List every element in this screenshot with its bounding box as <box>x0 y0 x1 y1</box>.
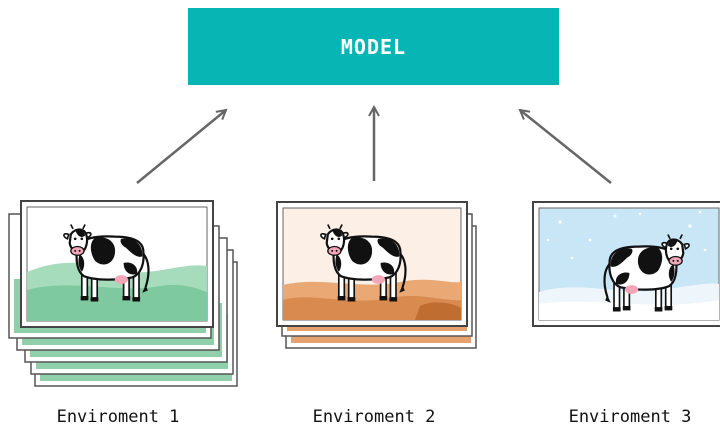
environment-1-front-image <box>20 200 214 328</box>
environment-3-label: Enviroment 3 <box>568 407 692 427</box>
arrow-up-icon <box>136 110 226 184</box>
environment-2-image-stack <box>276 201 477 349</box>
environment-2-front-image <box>276 201 468 327</box>
environment-1-label: Enviroment 1 <box>56 407 180 427</box>
model-box: MODEL <box>188 8 559 85</box>
model-label: MODEL <box>340 34 407 59</box>
environment-3-image <box>532 201 720 327</box>
environment-1-image-stack <box>8 200 238 387</box>
model-box-bg <box>188 8 559 85</box>
arrow-up-icon <box>520 110 612 184</box>
environment-2-label: Enviroment 2 <box>312 407 436 427</box>
